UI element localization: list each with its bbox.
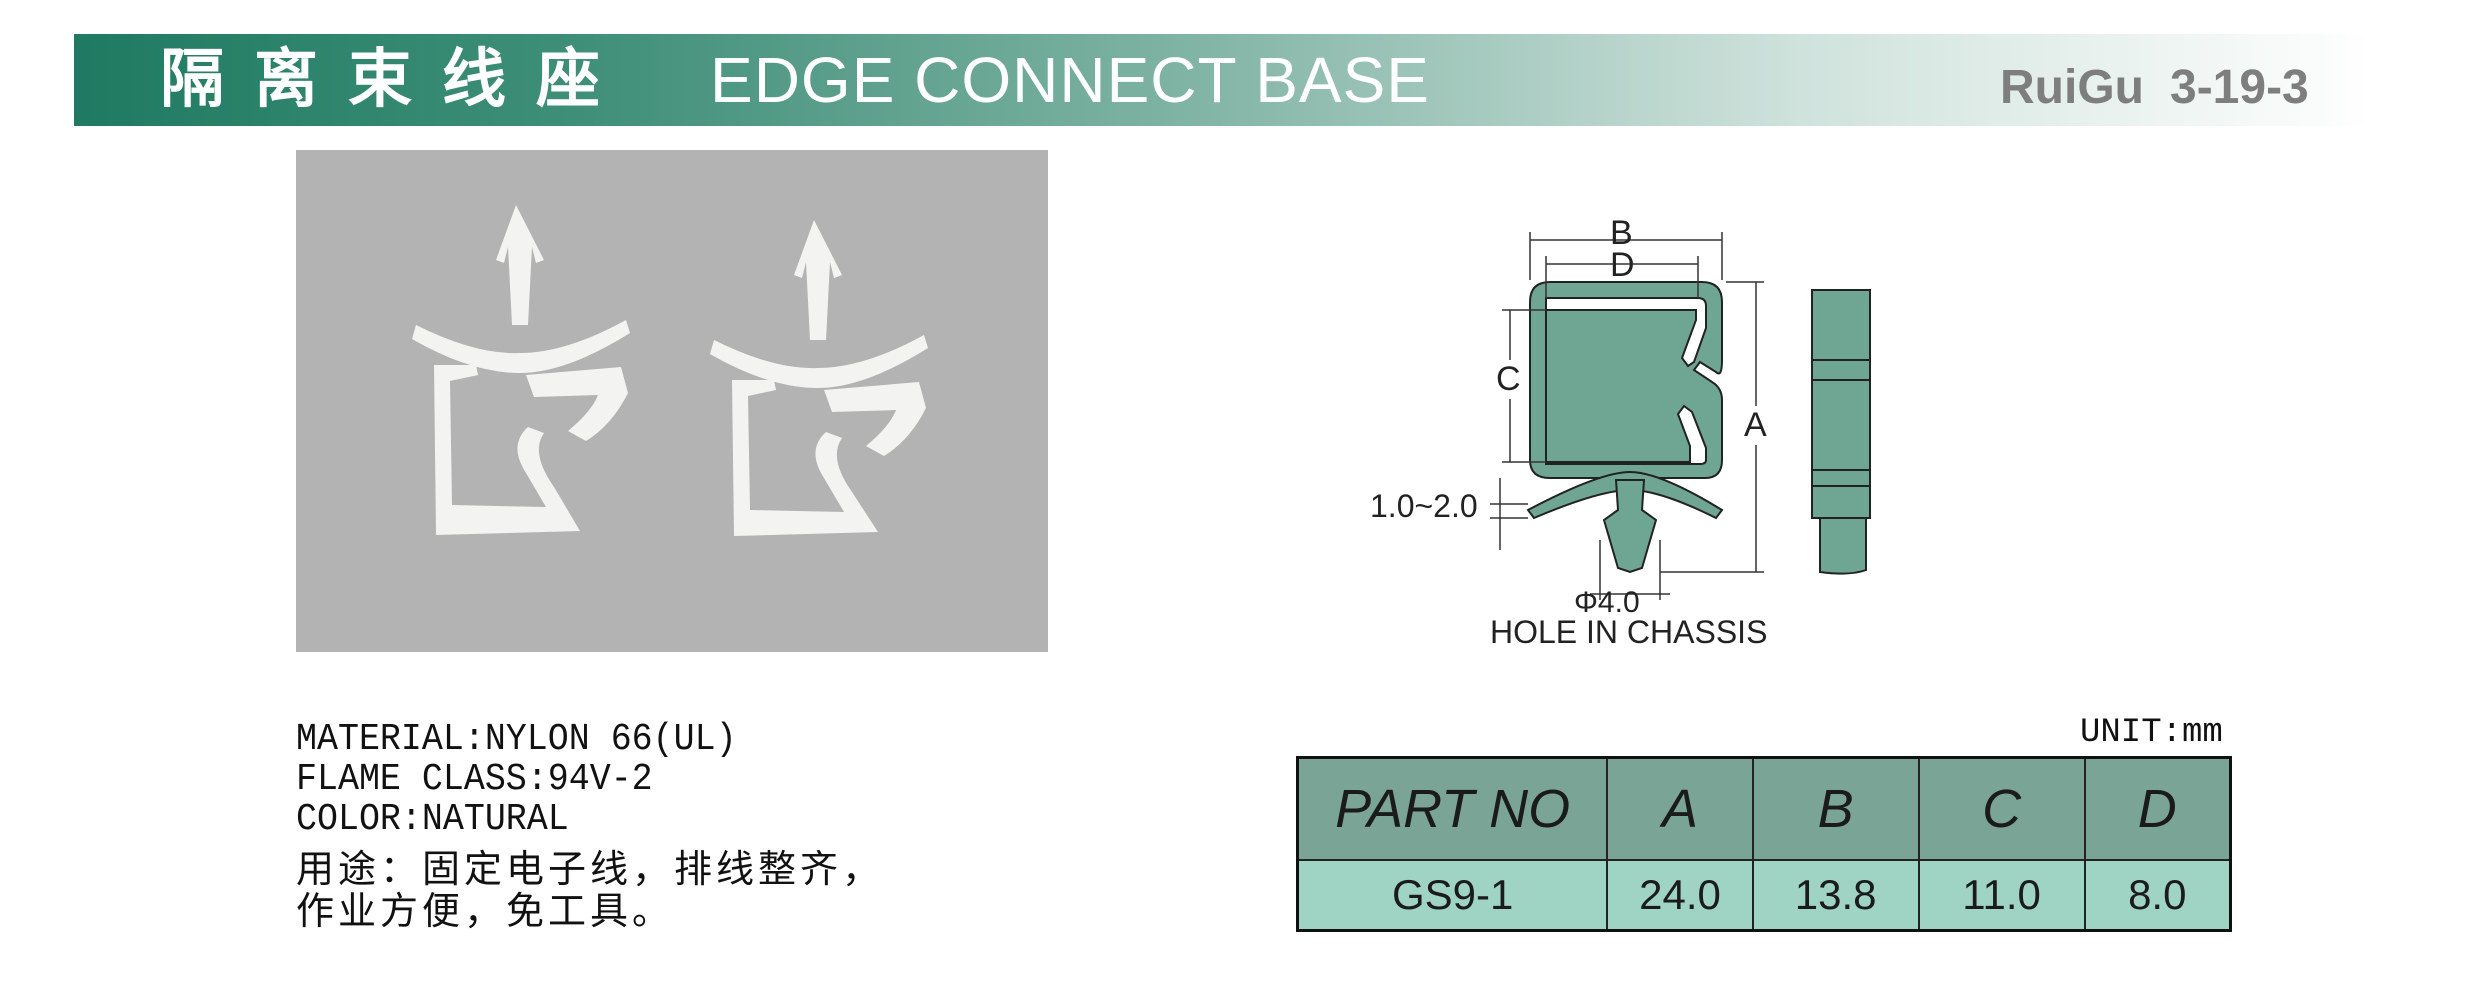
hole-caption: HOLE IN CHASSIS xyxy=(1490,614,1768,650)
dim-label-b: B xyxy=(1610,214,1633,252)
spec-material: MATERIAL:NYLON 66(UL) xyxy=(296,718,737,761)
usage-line-2: 作业方便，免工具。 xyxy=(296,889,675,933)
unit-label: UNIT:mm xyxy=(2080,714,2223,752)
cell-d: 8.0 xyxy=(2083,859,2232,932)
page-number: 3-19-3 xyxy=(2170,61,2309,114)
drawing-svg xyxy=(1490,232,1871,600)
product-illustration xyxy=(412,205,928,536)
clip-right xyxy=(710,220,928,536)
dim-label-a: A xyxy=(1742,406,1769,445)
header-c: C xyxy=(1917,756,2086,861)
side-view xyxy=(1811,289,1871,575)
dim-label-thickness: 1.0~2.0 xyxy=(1370,488,1478,524)
cell-a: 24.0 xyxy=(1606,859,1754,932)
table-header-row: PART NO A B C D xyxy=(1296,756,2232,861)
part-table: PART NO A B C D GS9-1 24.0 13.8 11.0 8.0 xyxy=(1296,756,2232,932)
header-a: A xyxy=(1606,756,1754,861)
header-b: B xyxy=(1751,756,1920,861)
title-english: EDGE CONNECT BASE xyxy=(710,44,1430,116)
header-d: D xyxy=(2083,756,2232,861)
product-photo xyxy=(296,150,1048,652)
clip-frame xyxy=(1529,281,1723,479)
cell-b: 13.8 xyxy=(1751,859,1920,932)
clip-post xyxy=(1602,479,1658,574)
cell-c: 11.0 xyxy=(1917,859,2086,932)
dim-label-d: D xyxy=(1610,246,1635,284)
spec-flame-class: FLAME CLASS:94V-2 xyxy=(296,758,653,801)
dim-label-c: C xyxy=(1496,360,1521,399)
title-chinese: 隔离束线座 xyxy=(160,43,630,117)
table-row: GS9-1 24.0 13.8 11.0 8.0 xyxy=(1296,859,2232,932)
usage-line-1: 用途：固定电子线，排线整齐， xyxy=(296,847,885,891)
header-bar xyxy=(74,34,2374,126)
spec-list: MATERIAL:NYLON 66(UL) FLAME CLASS:94V-2 … xyxy=(296,720,737,840)
technical-drawing: B D C A 1.0~2.0 Φ4.0 HOLE IN CHASSIS xyxy=(1360,210,1920,650)
header-part-no: PART NO xyxy=(1296,756,1609,861)
dim-label-hole: Φ4.0 xyxy=(1574,586,1640,619)
brand-name: RuiGu xyxy=(2000,61,2144,114)
clip-left xyxy=(412,205,630,535)
usage-description: 用途：固定电子线，排线整齐， 作业方便，免工具。 xyxy=(296,848,884,932)
spec-color: COLOR:NATURAL xyxy=(296,798,569,841)
cell-part-no: GS9-1 xyxy=(1296,859,1609,932)
